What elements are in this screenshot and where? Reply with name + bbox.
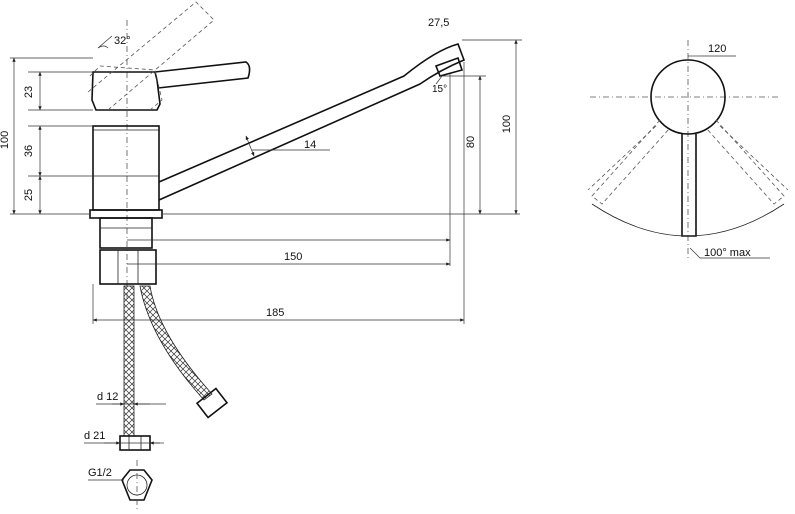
lever-ghost-position [87,1,215,111]
dim-line-14 [245,135,255,157]
top-view-handle-ghost-right2 [719,125,789,191]
dim-label-150: 150 [284,251,302,263]
top-view-handle-ghost-right [705,119,785,205]
mount-nut [99,249,157,285]
dim-label-d21: d 21 [84,430,105,442]
lever-handle [154,61,251,89]
hose-hot [139,285,213,401]
body-cylinder [92,125,160,211]
cartridge-cap [91,71,161,111]
spout-tube [158,43,466,201]
dim-label-32-deg: 32° [114,35,131,47]
swing-arc [591,203,785,237]
g12-nut-hex [121,469,153,501]
top-view-body-circle [650,59,726,135]
dim-label-185: 185 [266,307,284,319]
dim-label-23: 23 [23,86,35,98]
dim-label-120: 120 [708,43,726,55]
dim-label-14: 14 [304,139,316,151]
dim-label-d12: d 12 [97,391,118,403]
dim-label-25: 25 [23,189,35,201]
dim-label-36: 36 [23,145,35,157]
dim-label-100-left: 100 [0,131,11,149]
hose-fitting-hot [195,387,229,419]
aerator [434,56,464,77]
base-flange [89,209,163,219]
top-view-handle-ghost-left2 [587,125,657,191]
angle-leader-32 [97,35,113,49]
top-view-handle [681,134,697,237]
angle-arc-32 [97,45,109,49]
dim-label-15-deg: 15° [432,84,447,95]
dim-label-27-5: 27,5 [428,17,449,29]
angle-leader-15 [435,75,443,85]
hose-cold [123,285,135,437]
top-view-handle-ghost-left [591,119,671,205]
top-view: 120 100° max [587,40,789,260]
dim-label-100-right: 100 [501,115,513,133]
side-view: 23 36 25 100 32° 27,5 15° 80 100 [0,1,522,512]
dim-label-100-max: 100° max [704,247,751,259]
dim-label-80: 80 [465,136,477,148]
leader-100-max [689,247,701,259]
mount-stud [99,217,153,249]
lever-ghost-cap [89,65,163,111]
dim-label-g12: G1/2 [88,467,112,479]
